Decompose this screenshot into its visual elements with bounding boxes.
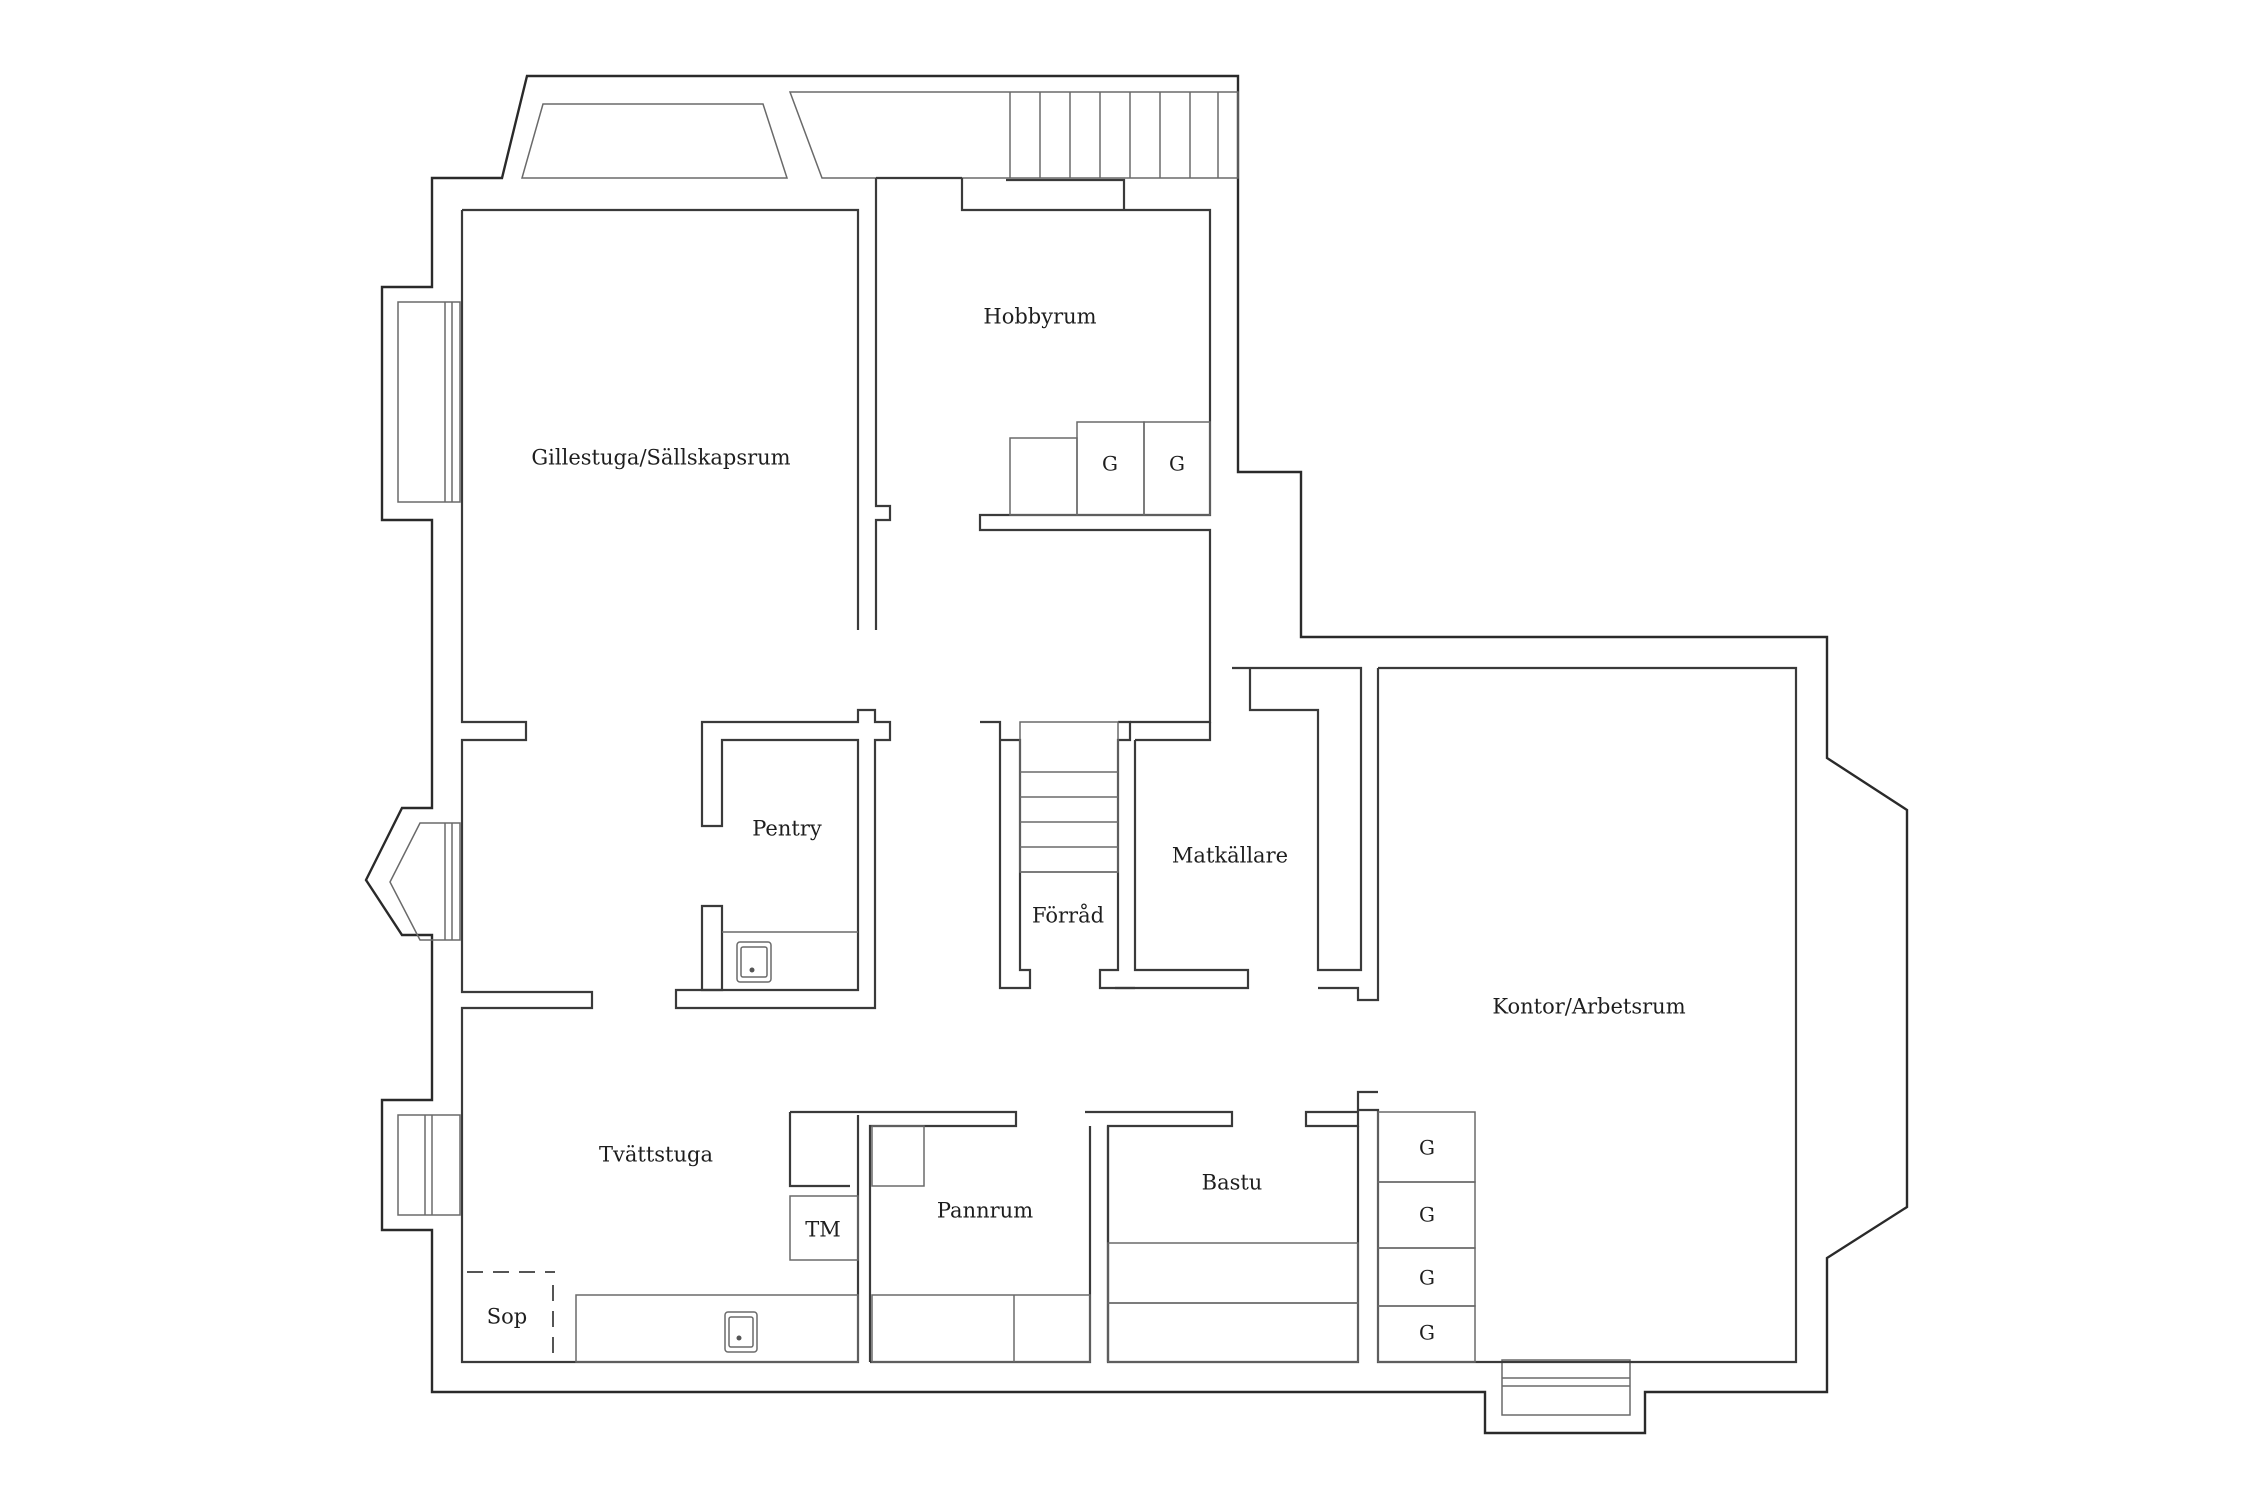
entrance-stairs-top: [788, 91, 1239, 179]
window-left-upper: [397, 301, 461, 503]
room-label-tm: TM: [805, 1218, 841, 1242]
wardrobe-label: G: [1419, 1203, 1435, 1227]
waste-area: [467, 1271, 555, 1362]
room-label-tvattstuga: Tvättstuga: [599, 1143, 713, 1167]
room-label-gillestuga: Gillestuga/Sällskapsrum: [531, 446, 790, 470]
wardrobe-label: G: [1169, 452, 1185, 476]
room-label-pannrum: Pannrum: [937, 1199, 1033, 1223]
window-left-middle: [389, 822, 461, 941]
window-left-lower: [397, 1114, 461, 1216]
room-label-forrad: Förråd: [1032, 904, 1104, 928]
room-label-matkallare: Matkällare: [1172, 844, 1288, 868]
interior-walls: [460, 176, 1798, 1364]
room-label-hobbyrum: Hobbyrum: [983, 305, 1096, 329]
room-label-pentry: Pentry: [752, 817, 822, 841]
sink-icon: [736, 941, 772, 983]
wardrobe-label: G: [1419, 1266, 1435, 1290]
wardrobe-label: G: [1102, 452, 1118, 476]
sink-icon: [724, 1311, 758, 1353]
wardrobe-label: G: [1419, 1321, 1435, 1345]
exterior-wall: [364, 74, 1909, 1435]
room-label-sop: Sop: [487, 1305, 527, 1329]
wardrobe-label: G: [1419, 1136, 1435, 1160]
light-well-top: [521, 103, 789, 179]
room-label-kontor: Kontor/Arbetsrum: [1492, 995, 1685, 1019]
window-bottom: [1501, 1359, 1631, 1416]
room-label-bastu: Bastu: [1202, 1171, 1263, 1195]
